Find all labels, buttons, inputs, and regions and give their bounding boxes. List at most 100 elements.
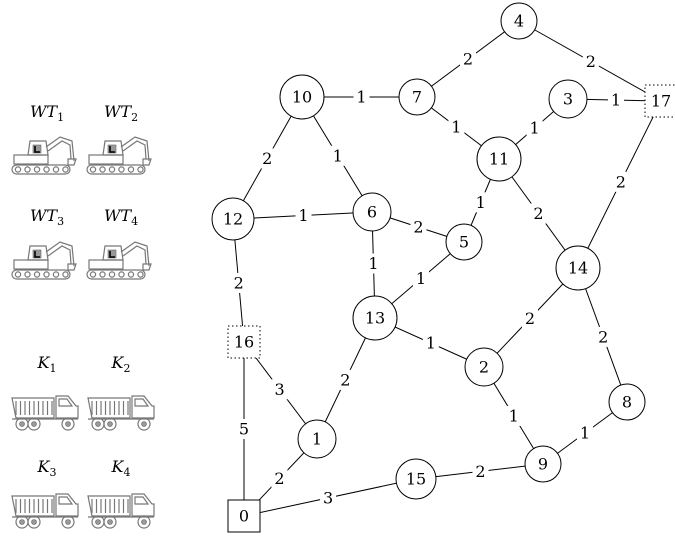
node-label: 8 [622, 393, 632, 412]
excavator-icon [86, 241, 152, 280]
edge-weight-2-9: 1 [505, 405, 522, 426]
edge-weight-4-7: 2 [460, 49, 476, 69]
edge-weight-6-13: 1 [365, 253, 382, 274]
node-label: 6 [367, 203, 377, 222]
svg-text:1: 1 [426, 334, 436, 353]
svg-text:2: 2 [463, 50, 473, 69]
node-13: 13 [352, 295, 398, 341]
node-4: 4 [500, 2, 538, 40]
svg-text:2: 2 [586, 52, 596, 71]
node-label: 1 [312, 430, 322, 449]
edge-weight-14-8: 2 [595, 326, 612, 347]
dump-truck-icon [87, 395, 155, 431]
svg-text:1: 1 [298, 206, 308, 225]
edge-weight-6-5: 2 [410, 217, 427, 238]
edge-weight-11-5: 1 [472, 192, 489, 213]
edge-weight-10-12: 2 [259, 148, 276, 169]
node-0: 0 [227, 499, 261, 533]
node-10: 10 [279, 74, 325, 120]
machine-label: WT3 [30, 206, 64, 228]
edge-weight-5-13: 1 [413, 268, 430, 289]
node-2: 2 [464, 347, 504, 387]
node-6: 6 [352, 192, 392, 232]
edge-weight-3-17: 1 [607, 90, 624, 111]
svg-text:2: 2 [262, 149, 272, 168]
dump-truck-icon [87, 493, 155, 529]
edge-weight-0-15: 3 [320, 487, 337, 508]
node-label: 2 [479, 358, 489, 377]
svg-text:1: 1 [509, 406, 519, 425]
dump-truck-icon [11, 493, 79, 529]
machine-label: WT1 [30, 102, 64, 124]
svg-text:2: 2 [475, 462, 485, 481]
edge-weight-10-6: 1 [329, 145, 346, 166]
excavator-icon [86, 136, 152, 175]
excavator-icon [11, 136, 77, 175]
node-16: 16 [227, 325, 261, 359]
edge-weight-15-9: 2 [472, 461, 489, 482]
node-label: 0 [239, 507, 249, 526]
svg-text:2: 2 [533, 204, 543, 223]
node-label: 5 [459, 233, 469, 252]
node-label: 3 [563, 90, 573, 109]
node-11: 11 [476, 136, 522, 182]
edge-weight-4-17: 2 [582, 51, 599, 72]
machine-label: K3 [37, 457, 57, 479]
edge-weight-1-0: 2 [271, 468, 288, 489]
svg-text:3: 3 [323, 488, 333, 507]
svg-text:2: 2 [525, 309, 535, 328]
node-15: 15 [395, 458, 437, 500]
node-label: 7 [412, 88, 422, 107]
node-label: 12 [223, 210, 243, 229]
edge-weight-12-16: 2 [230, 272, 247, 293]
node-label: 17 [651, 92, 671, 111]
svg-text:1: 1 [530, 119, 540, 138]
svg-text:2: 2 [413, 218, 423, 237]
svg-text:1: 1 [451, 117, 461, 136]
edge-weight-11-14: 2 [530, 203, 547, 224]
node-17: 17 [644, 84, 675, 118]
node-5: 5 [445, 223, 483, 261]
edge-weight-10-7: 1 [353, 87, 370, 107]
svg-text:2: 2 [598, 327, 608, 346]
node-label: 14 [568, 259, 588, 278]
node-14: 14 [555, 245, 601, 291]
edge-weight-13-2: 1 [422, 333, 439, 354]
node-label: 4 [514, 12, 524, 31]
edge-weight-3-11: 1 [526, 118, 543, 139]
edge-weight-8-9: 1 [577, 423, 593, 443]
svg-text:2: 2 [340, 370, 350, 389]
node-label: 11 [489, 150, 509, 169]
node-label: 10 [292, 88, 312, 107]
machine-label: WT2 [104, 102, 138, 124]
svg-text:1: 1 [611, 91, 621, 110]
dump-truck-icon [11, 395, 79, 431]
excavator-icon [11, 241, 77, 280]
svg-text:3: 3 [275, 380, 285, 399]
edge-weight-14-2: 2 [521, 308, 538, 329]
svg-text:2: 2 [234, 273, 244, 292]
node-9: 9 [524, 445, 562, 483]
svg-text:1: 1 [333, 146, 343, 165]
node-label: 16 [234, 333, 254, 352]
node-label: 15 [406, 470, 426, 489]
node-7: 7 [398, 78, 436, 116]
svg-text:5: 5 [239, 420, 249, 439]
machine-label: K1 [37, 353, 57, 375]
node-label: 9 [538, 455, 548, 474]
edge-weight-12-6: 1 [295, 205, 312, 226]
svg-text:1: 1 [580, 424, 590, 443]
svg-text:1: 1 [416, 269, 426, 288]
svg-text:1: 1 [356, 88, 366, 107]
edge-weight-7-11: 1 [448, 116, 465, 137]
node-3: 3 [548, 79, 588, 119]
svg-text:1: 1 [368, 254, 378, 273]
edge-weight-16-0: 5 [236, 419, 252, 439]
node-1: 1 [297, 419, 337, 459]
machine-label: K2 [111, 353, 131, 375]
svg-text:1: 1 [476, 193, 486, 212]
edge-weight-17-14: 2 [612, 171, 629, 192]
